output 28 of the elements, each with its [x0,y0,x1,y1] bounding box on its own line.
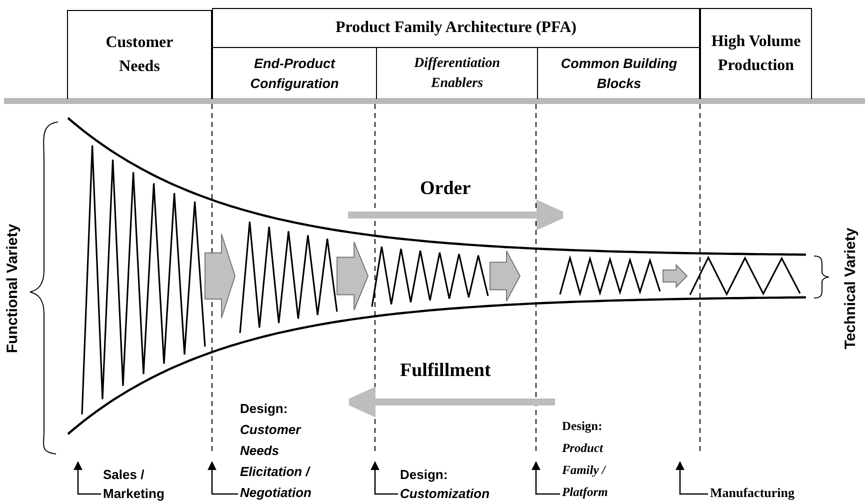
flow-label: Order [420,178,471,200]
header-group-cell [212,8,700,99]
header-cell [67,10,212,99]
header-label: Common Building Blocks [560,54,678,92]
axis-label: Functional Variety [4,224,22,354]
note-heading: Design: [400,466,449,484]
note-text: Sales / Marketing [103,466,166,503]
header-label: End-Product Configuration [249,54,340,93]
leader-arrow [208,461,238,495]
note-heading: Design: [562,418,604,435]
leader-arrow [532,461,560,495]
header-cell [700,8,812,99]
header-subcell [376,47,537,99]
leader-arrow [676,461,708,495]
axis-label: Technical Variety [842,228,860,350]
leader-arrow [370,461,398,495]
note-text: Customer Needs Elicitation / Negotiation [240,421,312,502]
note-text: Product Family / Platform [562,440,609,501]
note-text: Manufacturing [710,484,796,502]
header-label: Differentiation Enablers [412,54,502,92]
header-label: Product Family Architecture (PFA) [336,18,576,38]
header-label: Customer Needs [104,33,174,77]
header-label: High Volume Production [710,32,802,76]
note-heading: Design: [240,400,289,418]
header-subcell [537,47,700,99]
note-text: Customization [400,485,491,503]
flow-label: Fulfillment [400,360,491,382]
leader-arrow [74,461,101,495]
